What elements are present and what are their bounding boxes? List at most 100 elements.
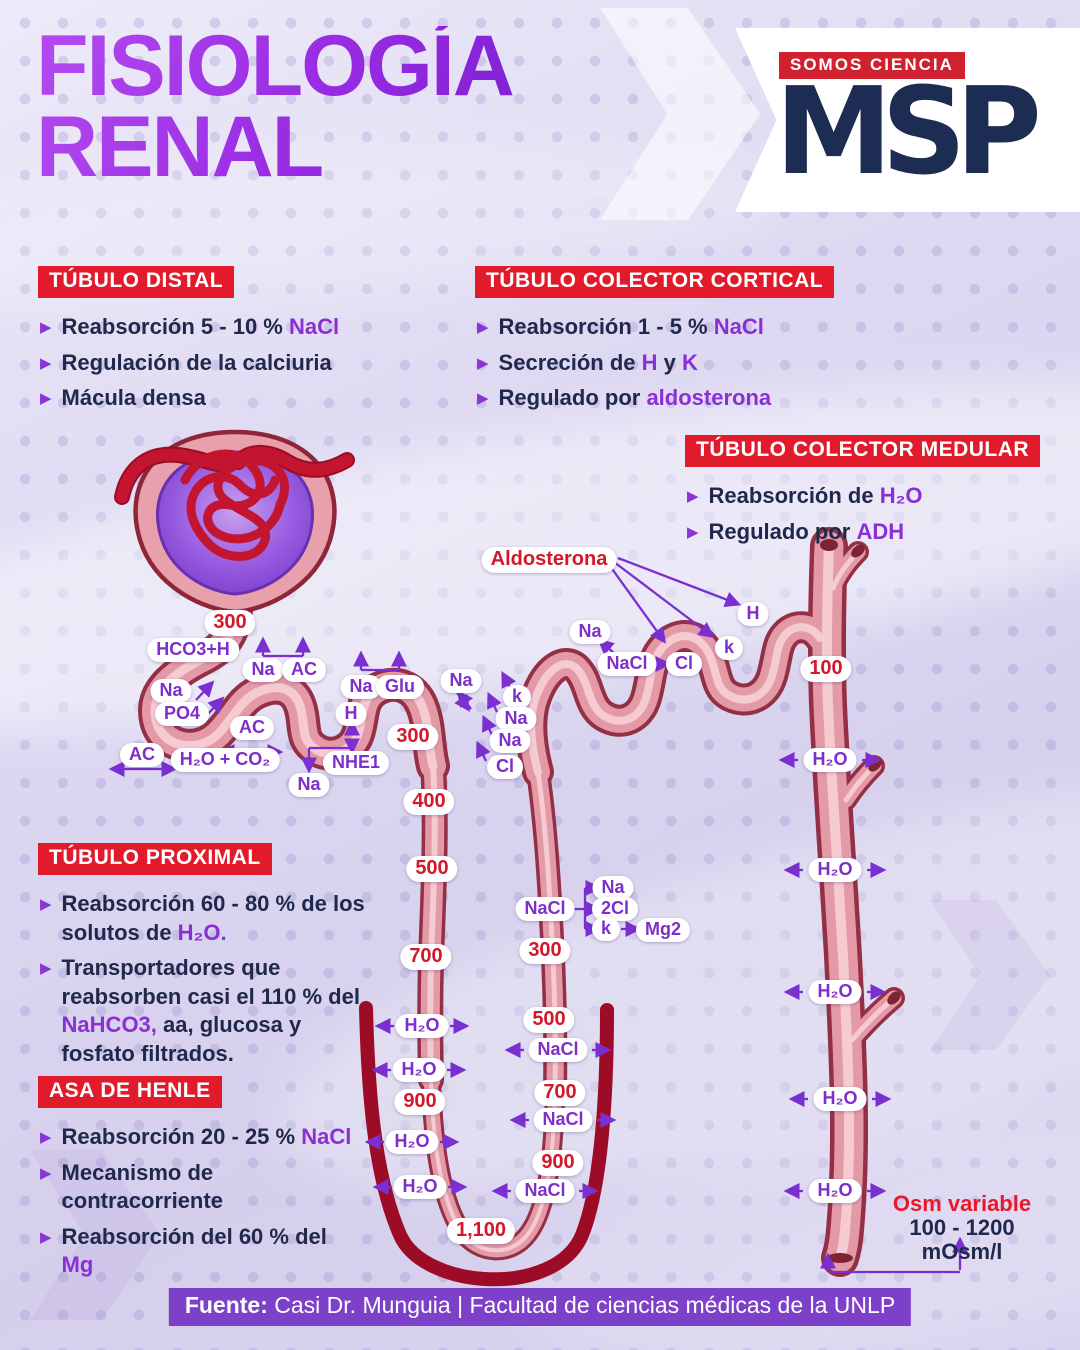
diagram-label-pill: Na [489, 729, 531, 753]
diagram-label-pill: k [714, 636, 744, 660]
bullet: ▶Regulado por aldosterona [477, 385, 772, 411]
diagram-label-pill: 100 [800, 656, 852, 682]
bullet-arrow-icon: ▶ [40, 319, 52, 336]
diagram-label-pill: Na [288, 773, 330, 797]
diagram-label-pill: NaCl [515, 1179, 575, 1203]
page-title: FISIOLOGÍA RENAL [36, 26, 513, 188]
bullet: ▶Regulación de la calciuria [40, 349, 332, 375]
bullet-arrow-icon: ▶ [40, 1228, 52, 1246]
diagram-label-pill: Mg2 [636, 918, 690, 942]
diagram-label-pill: 900 [394, 1089, 446, 1115]
bullet: ▶Reabsorción del 60 % del Mg [40, 1223, 327, 1278]
bullet: ▶Secreción de H y K [477, 349, 698, 375]
bullet-arrow-icon: ▶ [40, 1129, 52, 1146]
diagram-label-pill: 700 [534, 1080, 586, 1106]
diagram-label-pill: Na [440, 669, 482, 693]
bullet-arrow-icon: ▶ [40, 390, 52, 408]
diagram-label-pill: 400 [403, 789, 455, 815]
diagram-label-pill: H₂O [395, 1014, 449, 1038]
bullet: ▶Reabsorción 5 - 10 % NaCl [40, 314, 340, 339]
logo-tagline: SOMOS CIENCIA [779, 52, 965, 79]
diagram-label-pill: H₂O [385, 1130, 439, 1154]
bullet-arrow-icon: ▶ [687, 488, 699, 505]
bullet: ▶Reabsorción de H₂O [687, 483, 923, 508]
diagram-label-pill: H [737, 602, 769, 626]
diagram-label-pill: Na [242, 658, 284, 682]
diagram-label-pill: H₂O [393, 1175, 447, 1199]
transport-arrows [108, 556, 969, 1274]
source-footer: Fuente: Casi Dr. Munguia | Facultad de c… [168, 1288, 912, 1326]
bullet: ▶Mecanismo de contracorriente [40, 1159, 223, 1214]
source-label: Fuente: [184, 1292, 268, 1318]
vasa-recta-vessel [359, 1001, 614, 1287]
diagram-label-pill: NaCl [515, 897, 575, 921]
diagram-label-pill: NaCl [597, 652, 657, 676]
osm-unit: mOsm/l [921, 1239, 1003, 1265]
diagram-label-pill: k [502, 685, 532, 709]
section-tubulo-colector-cortical: TÚBULO COLECTOR CORTICAL ▶Reabsorción 1 … [475, 266, 915, 420]
diagram-label-pill: HCO3+H [147, 638, 239, 662]
diagram-label-pill: 700 [400, 944, 452, 970]
bullet: ▶Regulado por ADH [687, 518, 905, 544]
diagram-label-pill: PO4 [154, 702, 210, 726]
diagram-label-pill: Glu [376, 675, 424, 699]
bullet-arrow-icon: ▶ [477, 354, 489, 372]
diagram-label-pill: Cl [666, 652, 702, 676]
diagram-label-pill: 900 [532, 1150, 584, 1176]
diagram-label-pill: Na [340, 675, 382, 699]
diagram-label-pill: H₂O [813, 1087, 867, 1111]
osm-title: Osm variable [892, 1191, 1032, 1216]
section-title: TÚBULO COLECTOR MEDULAR [685, 435, 1041, 467]
glomerulus-capillary-tuft [180, 449, 289, 561]
diagram-label-pill: AC [230, 716, 274, 740]
diagram-label-pill: H₂O [808, 980, 862, 1004]
diagram-label-pill: Aldosterona [481, 547, 617, 573]
bullet-arrow-icon: ▶ [40, 896, 52, 913]
page-title-line2: RENAL [36, 98, 323, 195]
msp-logo-block: SOMOS CIENCIA MSP [735, 28, 1080, 212]
diagram-label-pill: NaCl [528, 1038, 588, 1062]
section-tubulo-distal: TÚBULO DISTAL ▶Reabsorción 5 - 10 % NaCl… [38, 266, 468, 420]
section-tubulo-proximal: TÚBULO PROXIMAL ▶Reabsorción 60 - 80 % d… [38, 843, 368, 1076]
section-title: TÚBULO DISTAL [38, 266, 235, 298]
diagram-label-pill: AC [120, 743, 164, 767]
diagram-label-pill: NHE1 [322, 751, 390, 775]
glomerulus-arterioles [116, 447, 353, 503]
diagram-label-pill: 300 [204, 610, 256, 636]
diagram-label-pill: 500 [406, 856, 458, 882]
diagram-label-pill: AC [282, 658, 326, 682]
diagram-label-pill: Cl [487, 755, 523, 779]
diagram-label-pill: NaCl [533, 1108, 593, 1132]
bullet-arrow-icon: ▶ [40, 960, 52, 978]
bullet: ▶Mácula densa [40, 385, 206, 411]
diagram-label-pill: 1,100 [446, 1218, 516, 1244]
section-tubulo-colector-medular: TÚBULO COLECTOR MEDULAR ▶Reabsorción de … [685, 435, 1065, 553]
section-title: TÚBULO COLECTOR CORTICAL [475, 266, 835, 298]
bullet-arrow-icon: ▶ [40, 1164, 52, 1182]
source-text: Casi Dr. Munguia | Facultad de ciencias … [267, 1292, 896, 1318]
diagram-label-pill: H₂O [803, 748, 857, 772]
bullet: ▶Reabsorción 20 - 25 % NaCl [40, 1124, 352, 1149]
section-title: ASA DE HENLE [38, 1076, 222, 1108]
diagram-label-pill: Na [569, 620, 611, 644]
diagram-label-pill: H₂O [392, 1058, 446, 1082]
diagram-label-pill: Na [495, 707, 537, 731]
bullet-arrow-icon: ▶ [687, 523, 699, 541]
bullet-arrow-icon: ▶ [40, 354, 52, 372]
bullet-arrow-icon: ▶ [477, 390, 489, 408]
diagram-label-pill: H₂O [808, 858, 862, 882]
bullet: ▶Reabsorción 60 - 80 % de los solutos de… [40, 891, 365, 945]
bullet: ▶Reabsorción 1 - 5 % NaCl [477, 314, 764, 339]
section-asa-de-henle: ASA DE HENLE ▶Reabsorción 20 - 25 % NaCl… [38, 1076, 353, 1287]
msp-logo-text: MSP [775, 60, 1042, 202]
diagram-label-pill: 300 [519, 938, 571, 964]
diagram-label-pill: Na [150, 679, 192, 703]
diagram-label-pill: H [335, 702, 367, 726]
page-title-line1: FISIOLOGÍA [36, 18, 513, 114]
bullet-arrow-icon: ▶ [477, 319, 489, 336]
osm-annotation: Osm variable 100 - 1200 mOsm/l [872, 1191, 1052, 1265]
diagram-label-pill: 300 [387, 724, 439, 750]
bullet: ▶Transportadores que reabsorben casi el … [40, 955, 360, 1066]
